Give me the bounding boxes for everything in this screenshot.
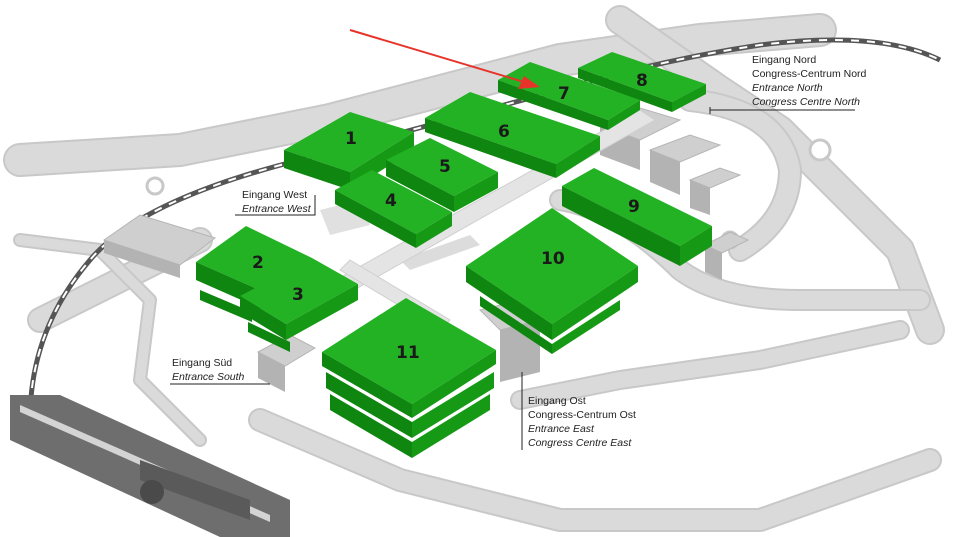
entrance-east-line1: Eingang Ost	[528, 395, 586, 407]
hall-8-shape[interactable]	[578, 52, 706, 112]
hall-4-shape[interactable]	[335, 170, 452, 248]
hall-10-label: 10	[541, 249, 565, 269]
hall-3-shape[interactable]	[240, 258, 358, 352]
hall-1-label: 1	[345, 129, 357, 149]
entrance-callout-lines	[170, 107, 855, 450]
entrance-south-line2: Entrance South	[172, 371, 245, 383]
hall-5-label: 5	[439, 157, 451, 177]
entrance-west-line2: Entrance West	[242, 203, 312, 215]
hall-9-shape[interactable]	[562, 168, 712, 266]
hall-6-label: 6	[498, 122, 510, 142]
entrance-north-line1: Eingang Nord	[752, 54, 816, 66]
entrance-south-line1: Eingang Süd	[172, 357, 232, 369]
entrance-north-line3: Entrance North	[752, 82, 823, 94]
entrance-north-line4: Congress Centre North	[752, 96, 860, 108]
hall-5-shape[interactable]	[386, 138, 498, 212]
entrance-north-line2: Congress-Centrum Nord	[752, 68, 867, 80]
entrance-east-line3: Entrance East	[528, 423, 595, 435]
entrance-west-line1: Eingang West	[242, 189, 307, 201]
rail-platform	[10, 395, 290, 537]
entrance-north-label: Eingang Nord Congress-Centrum Nord Entra…	[752, 54, 867, 108]
hall-labels: 1 2 3 4 5 6 7 8 9 10 11	[252, 71, 648, 363]
hall-11-shape[interactable]	[322, 298, 496, 458]
hall-3-label: 3	[292, 285, 304, 305]
entrance-south-label: Eingang Süd Entrance South	[172, 357, 245, 383]
hall-9-label: 9	[628, 197, 640, 217]
hall-7-shape[interactable]	[498, 62, 640, 130]
hall-10-shape[interactable]	[466, 208, 638, 354]
hall-4-label: 4	[385, 191, 397, 211]
hall-7-label: 7	[558, 84, 570, 104]
entrance-east-line2: Congress-Centrum Ost	[528, 409, 636, 421]
hall-8-label: 8	[636, 71, 648, 91]
entrance-west-label: Eingang West Entrance West	[242, 189, 312, 215]
hall-2-label: 2	[252, 253, 264, 273]
red-arrow-icon	[349, 29, 540, 89]
entrance-east-label: Eingang Ost Congress-Centrum Ost Entranc…	[528, 395, 636, 449]
entrance-east-line4: Congress Centre East	[528, 437, 632, 449]
hall-6-shape[interactable]	[425, 92, 600, 178]
hall-11-label: 11	[396, 343, 420, 363]
